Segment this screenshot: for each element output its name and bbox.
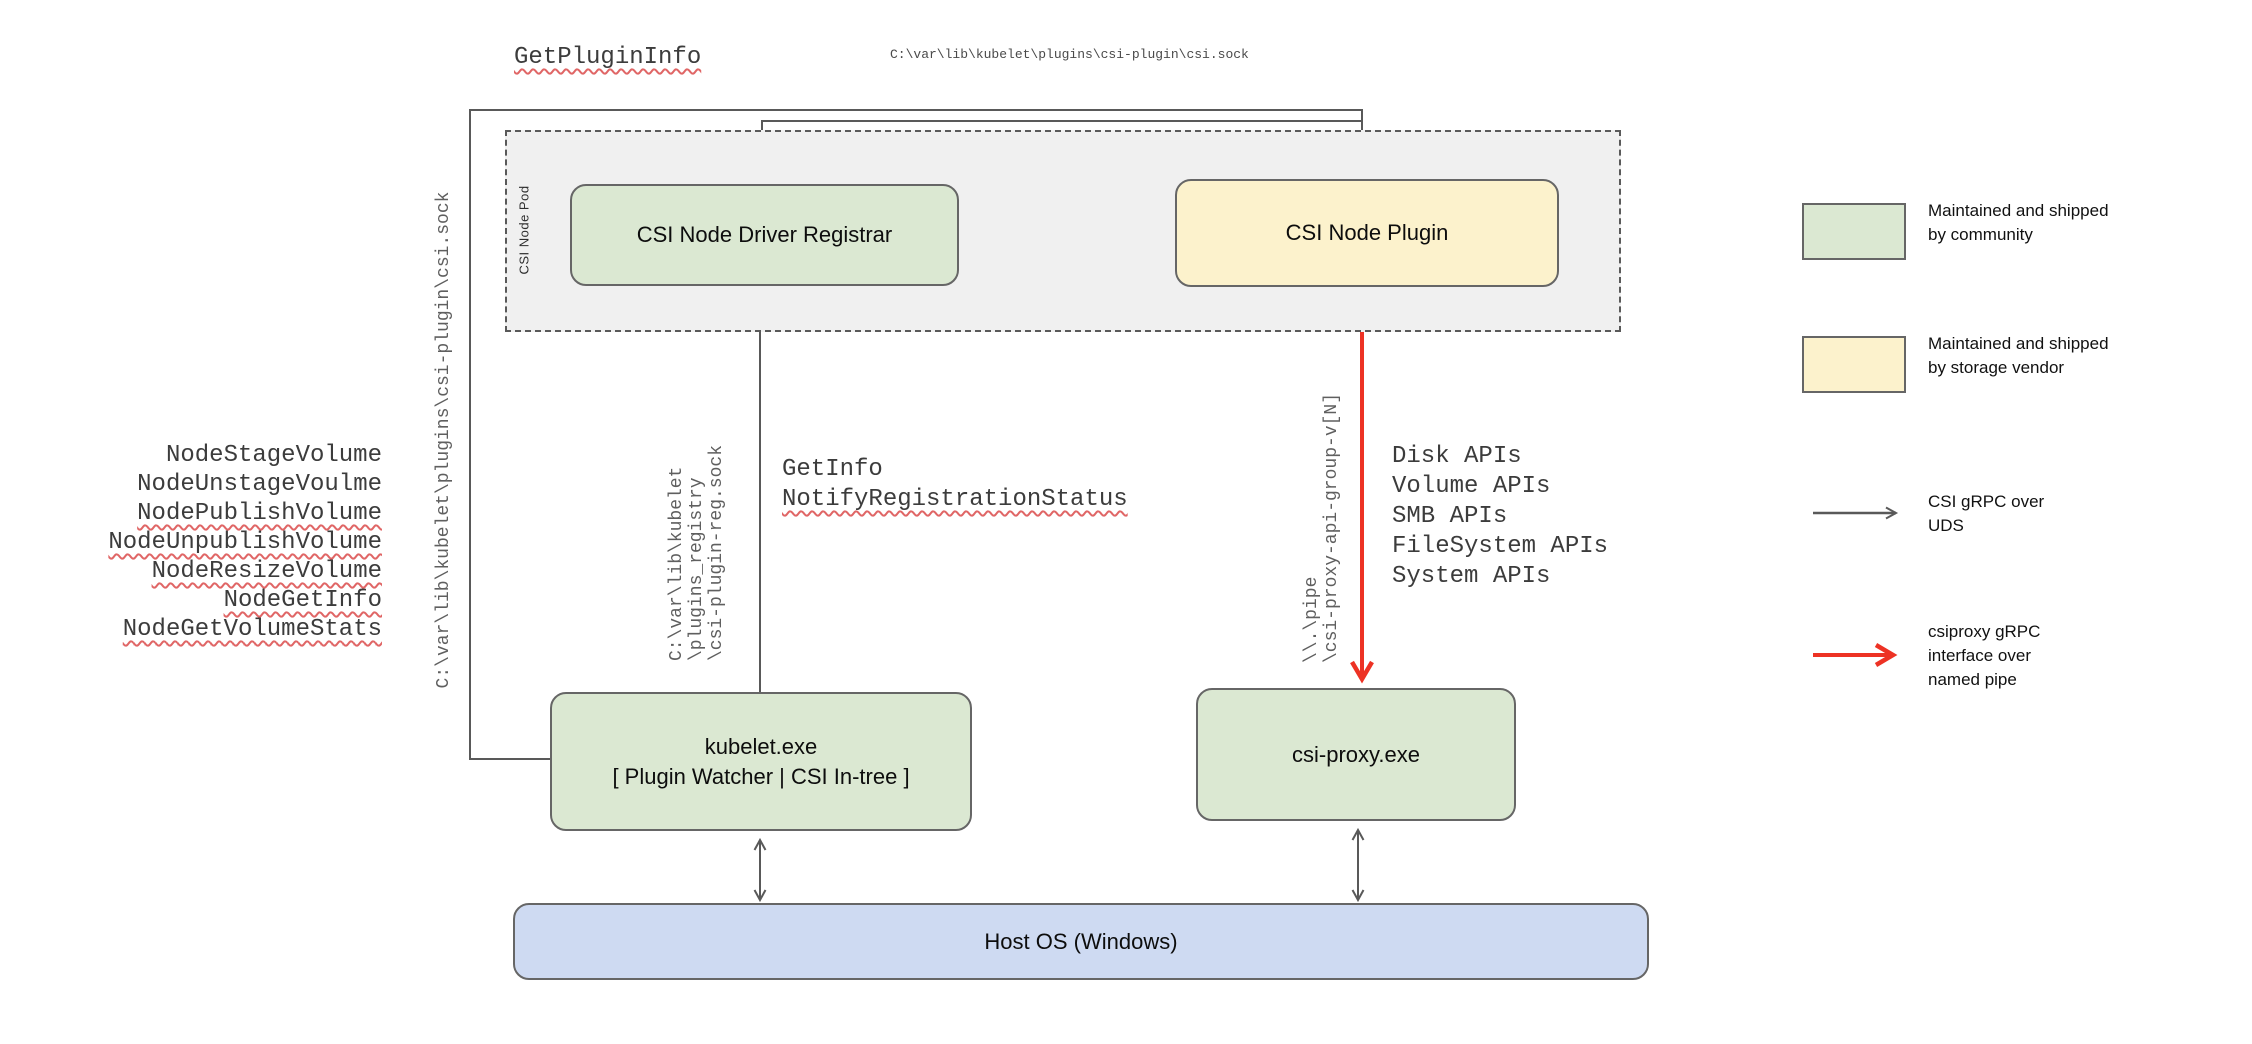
legend-community-swatch	[1802, 203, 1906, 260]
get-plugin-info-label: GetPluginInfo	[514, 44, 702, 71]
legend-uds-line: CSI gRPC over	[1928, 492, 2045, 511]
csi-sock-path-label-vertical: C:\var\lib\kubelet\plugins\csi-plugin\cs…	[434, 191, 454, 689]
proxy-api-item: FileSystem APIs	[1392, 533, 1609, 560]
csi-node-driver-registrar-box: CSI Node Driver Registrar	[570, 184, 959, 286]
proxy-api-item: SMB APIs	[1392, 503, 1508, 530]
node-api-item: NodeResizeVolume	[151, 558, 382, 585]
csi-node-plugin-label: CSI Node Plugin	[1285, 220, 1449, 245]
legend-vendor-line: by storage vendor	[1928, 358, 2065, 377]
get-info-label: GetInfo	[782, 456, 883, 483]
pipe-path-line: \\.\pipe	[1302, 576, 1322, 664]
legend-pipe-line: csiproxy gRPC	[1928, 622, 2041, 641]
csi-proxy-label: csi-proxy.exe	[1292, 741, 1420, 767]
legend-community-line: by community	[1928, 225, 2033, 244]
legend-vendor-line: Maintained and shipped	[1928, 334, 2109, 353]
node-api-item: NodeStageVolume	[165, 442, 382, 469]
legend-community-text: Maintained and shipped by community	[1928, 199, 2109, 247]
node-api-item: NodeUnstageVoulme	[137, 471, 382, 498]
csi-node-plugin-box: CSI Node Plugin	[1175, 179, 1559, 287]
node-api-list: NodeStageVolume NodeUnstageVoulme NodePu…	[60, 441, 382, 644]
node-api-item: NodePublishVolume	[137, 500, 382, 527]
reg-sock-path-line: \plugins_registry	[687, 477, 707, 662]
node-api-item: NodeUnpublishVolume	[108, 529, 382, 556]
legend-uds-text: CSI gRPC over UDS	[1928, 490, 2044, 538]
legend-vendor-text: Maintained and shipped by storage vendor	[1928, 332, 2109, 380]
reg-sock-path-line: C:\var\lib\kubelet	[667, 466, 687, 662]
registration-calls: GetInfo NotifyRegistrationStatus	[782, 455, 1128, 515]
csi-node-driver-registrar-label: CSI Node Driver Registrar	[636, 222, 893, 247]
csi-sock-path-label-top: C:\var\lib\kubelet\plugins\csi-plugin\cs…	[890, 47, 1249, 62]
kubelet-box: kubelet.exe [ Plugin Watcher | CSI In-tr…	[550, 692, 972, 831]
csi-node-pod-label: CSI Node Pod	[516, 185, 532, 275]
kubelet-label-line1: kubelet.exe	[704, 733, 818, 759]
csi-proxy-box: csi-proxy.exe	[1196, 688, 1516, 821]
legend-pipe-line: named pipe	[1928, 670, 2017, 689]
reg-sock-path-line: \csi-plugin-reg.sock	[707, 444, 727, 662]
pipe-path-line: \csi-proxy-api-group-v[N]	[1322, 392, 1342, 664]
notify-registration-status-label: NotifyRegistrationStatus	[782, 486, 1128, 513]
kubelet-label-line2: [ Plugin Watcher | CSI In-tree ]	[612, 763, 910, 789]
proxy-api-item: Disk APIs	[1392, 443, 1522, 470]
host-os-label: Host OS (Windows)	[984, 928, 1178, 954]
legend-community-line: Maintained and shipped	[1928, 201, 2109, 220]
legend-uds-line: UDS	[1928, 516, 1964, 535]
legend-vendor-swatch	[1802, 336, 1906, 393]
legend-pipe-line: interface over	[1928, 646, 2031, 665]
node-api-item: NodeGetInfo	[223, 587, 382, 614]
node-api-item: NodeGetVolumeStats	[122, 616, 382, 643]
proxy-api-list: Disk APIs Volume APIs SMB APIs FileSyste…	[1392, 442, 1608, 592]
host-os-box: Host OS (Windows)	[513, 903, 1649, 980]
legend-pipe-text: csiproxy gRPC interface over named pipe	[1928, 620, 2040, 692]
proxy-api-item: System APIs	[1392, 563, 1551, 590]
proxy-api-item: Volume APIs	[1392, 473, 1551, 500]
